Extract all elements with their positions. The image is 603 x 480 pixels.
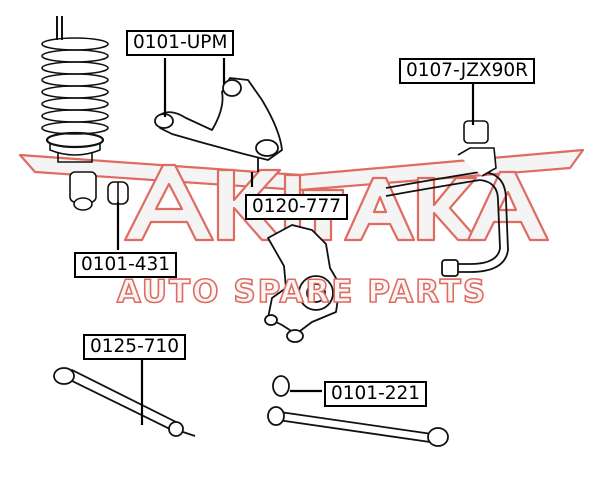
arm-bushing-left-part [107,181,129,205]
upper-arm-part [154,77,283,172]
leader-lines [116,58,475,425]
label-stabilizer-bushing: 0107-JZX90R [399,58,535,84]
trailing-rod-part [267,375,449,447]
stabilizer-bar [385,171,509,277]
label-arm-bushing-bottom: 0101-221 [324,381,428,407]
label-arm-bushing-left: 0101-431 [74,252,178,278]
watermark-tagline: AUTO SPARE PARTS [116,273,488,311]
knuckle-part [264,224,341,343]
stabilizer-bushing-part [457,120,497,177]
coil-spring [41,16,109,163]
label-upper-arm: 0101-UPM [126,30,235,56]
bump-stop [69,171,97,211]
lateral-rod-part [53,367,196,437]
label-ball-joint: 0120-777 [245,194,349,220]
label-lateral-rod: 0125-710 [83,334,187,360]
